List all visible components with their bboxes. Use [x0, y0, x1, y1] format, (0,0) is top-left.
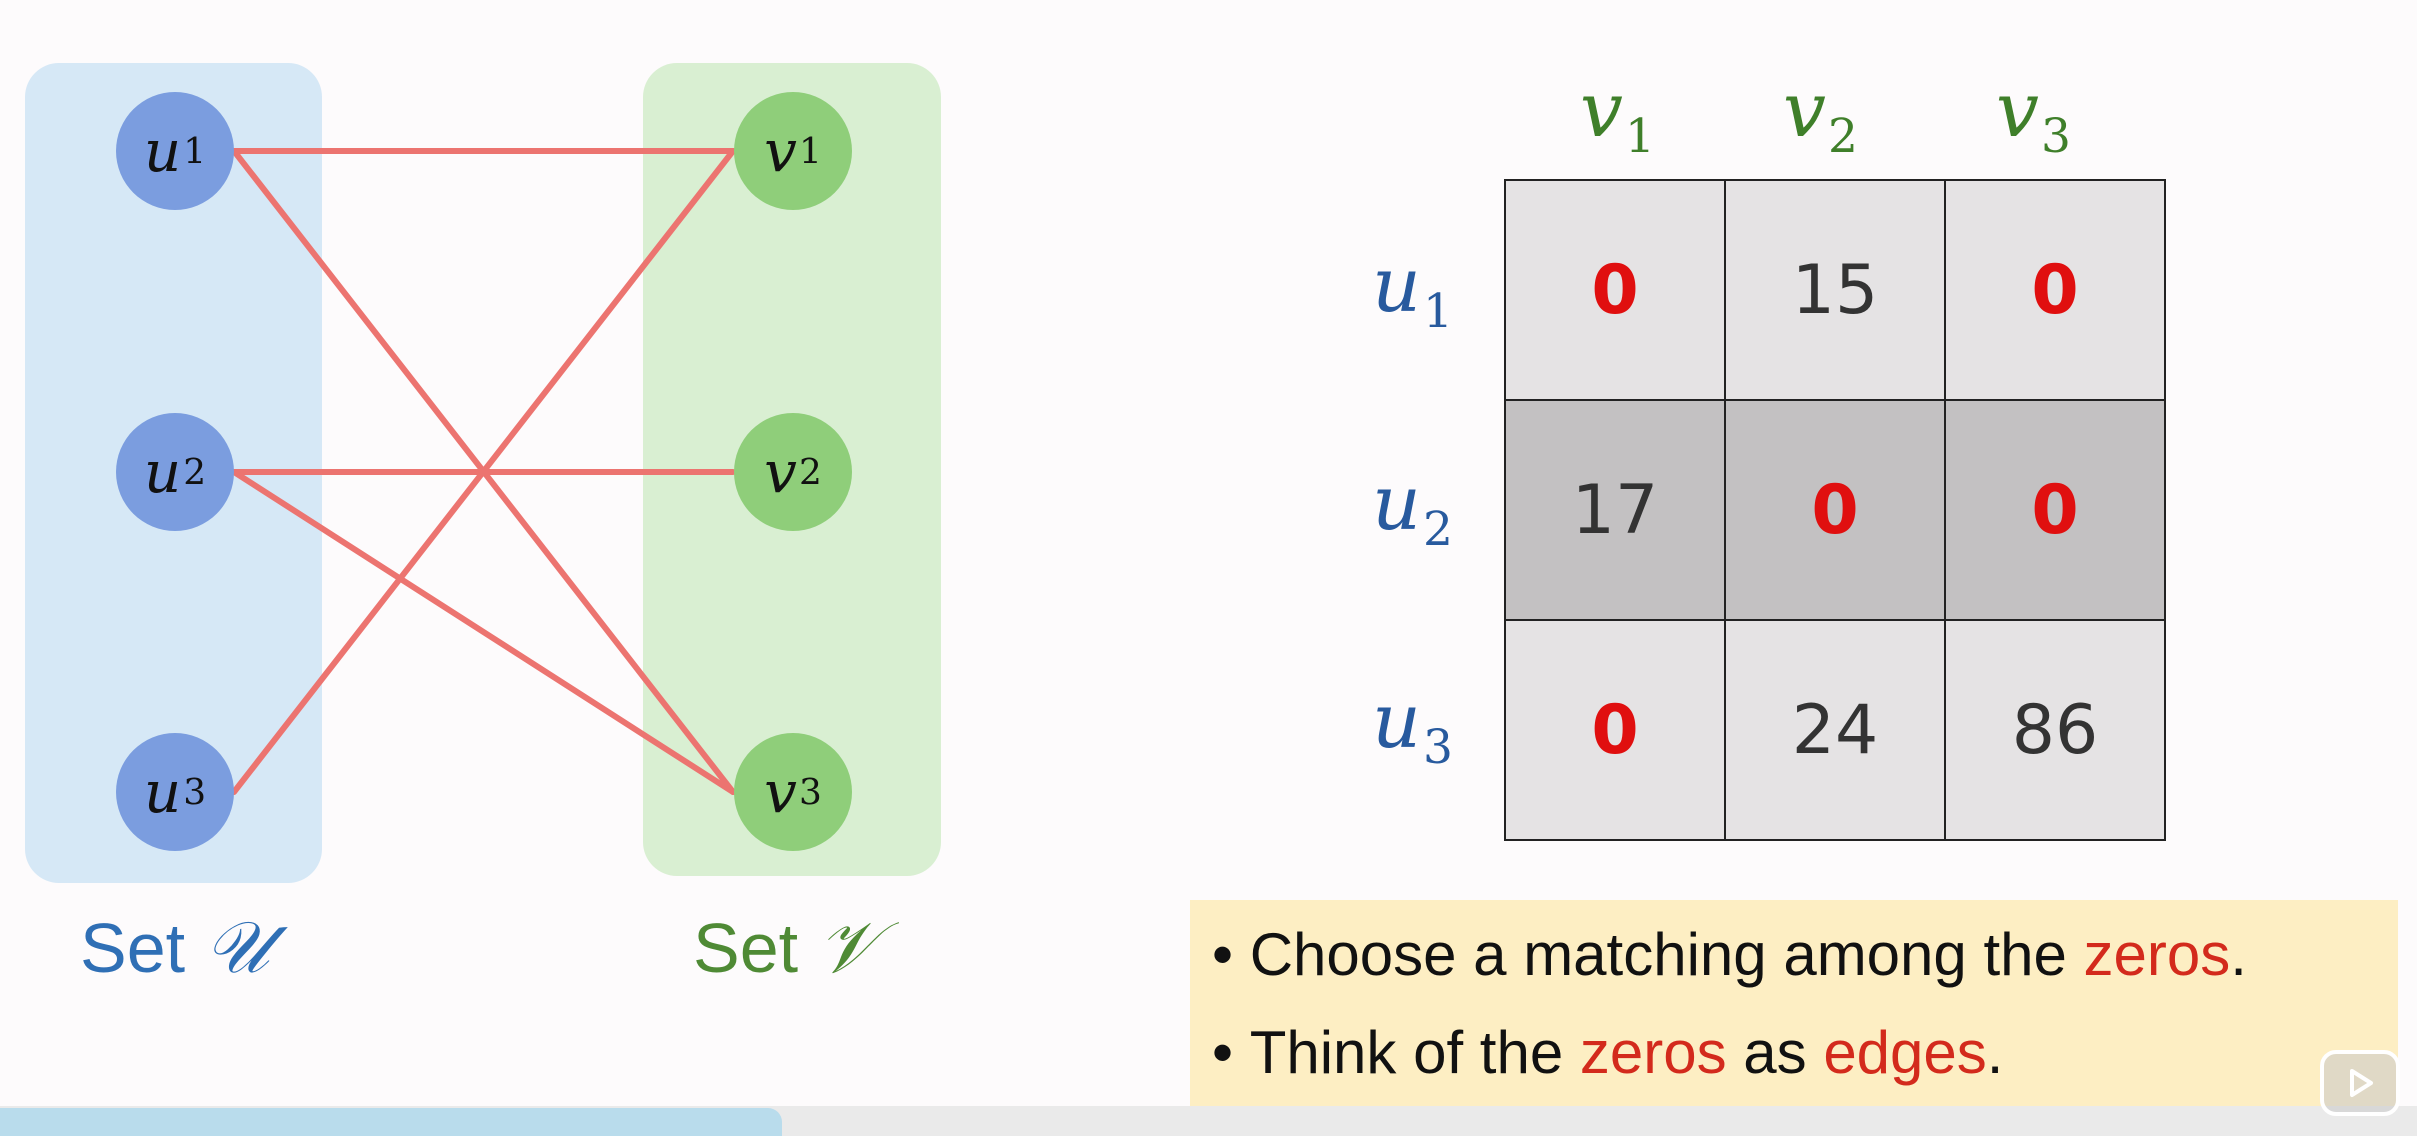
matrix-cell: 15: [1724, 179, 1946, 401]
matrix-cell: 24: [1724, 619, 1946, 841]
cost-matrix: 0 15 0 17 0 0 0 24 86: [1504, 179, 2166, 841]
col-header-v3: v3: [1996, 65, 2071, 165]
matrix-row-u1: 0 15 0: [1504, 179, 2166, 401]
matrix-cell: 0: [1504, 179, 1726, 401]
play-button[interactable]: [2320, 1050, 2400, 1116]
row-header-u1: u1: [1372, 240, 1453, 340]
note-line-1: • Choose a matching among the zeros.: [1212, 921, 2247, 988]
set-v-label: Set 𝒱: [693, 905, 878, 989]
matrix-cell: 0: [1504, 619, 1726, 841]
matrix-row-u3: 0 24 86: [1504, 619, 2166, 841]
notes-box: • Choose a matching among the zeros. • T…: [1190, 900, 2398, 1110]
set-u-label: Set 𝒰: [80, 905, 270, 989]
matrix-cell: 0: [1944, 179, 2166, 401]
matrix-cell: 17: [1504, 399, 1726, 621]
edge-u2-v3: [231, 469, 736, 795]
matrix-cell: 0: [1724, 399, 1946, 621]
note-line-2: • Think of the zeros as edges.: [1212, 1019, 2004, 1086]
edges-layer: [231, 148, 736, 795]
matrix-row-u2: 17 0 0: [1504, 399, 2166, 621]
edge-u3-v1: [231, 148, 736, 795]
play-icon: [2350, 1069, 2373, 1097]
video-progress-fill: [0, 1108, 782, 1136]
matrix-cell: 86: [1944, 619, 2166, 841]
matrix-cell: 0: [1944, 399, 2166, 621]
row-header-u2: u2: [1372, 458, 1453, 558]
col-header-v1: v1: [1580, 65, 1655, 165]
row-header-u3: u3: [1372, 676, 1453, 776]
col-header-v2: v2: [1783, 65, 1858, 165]
